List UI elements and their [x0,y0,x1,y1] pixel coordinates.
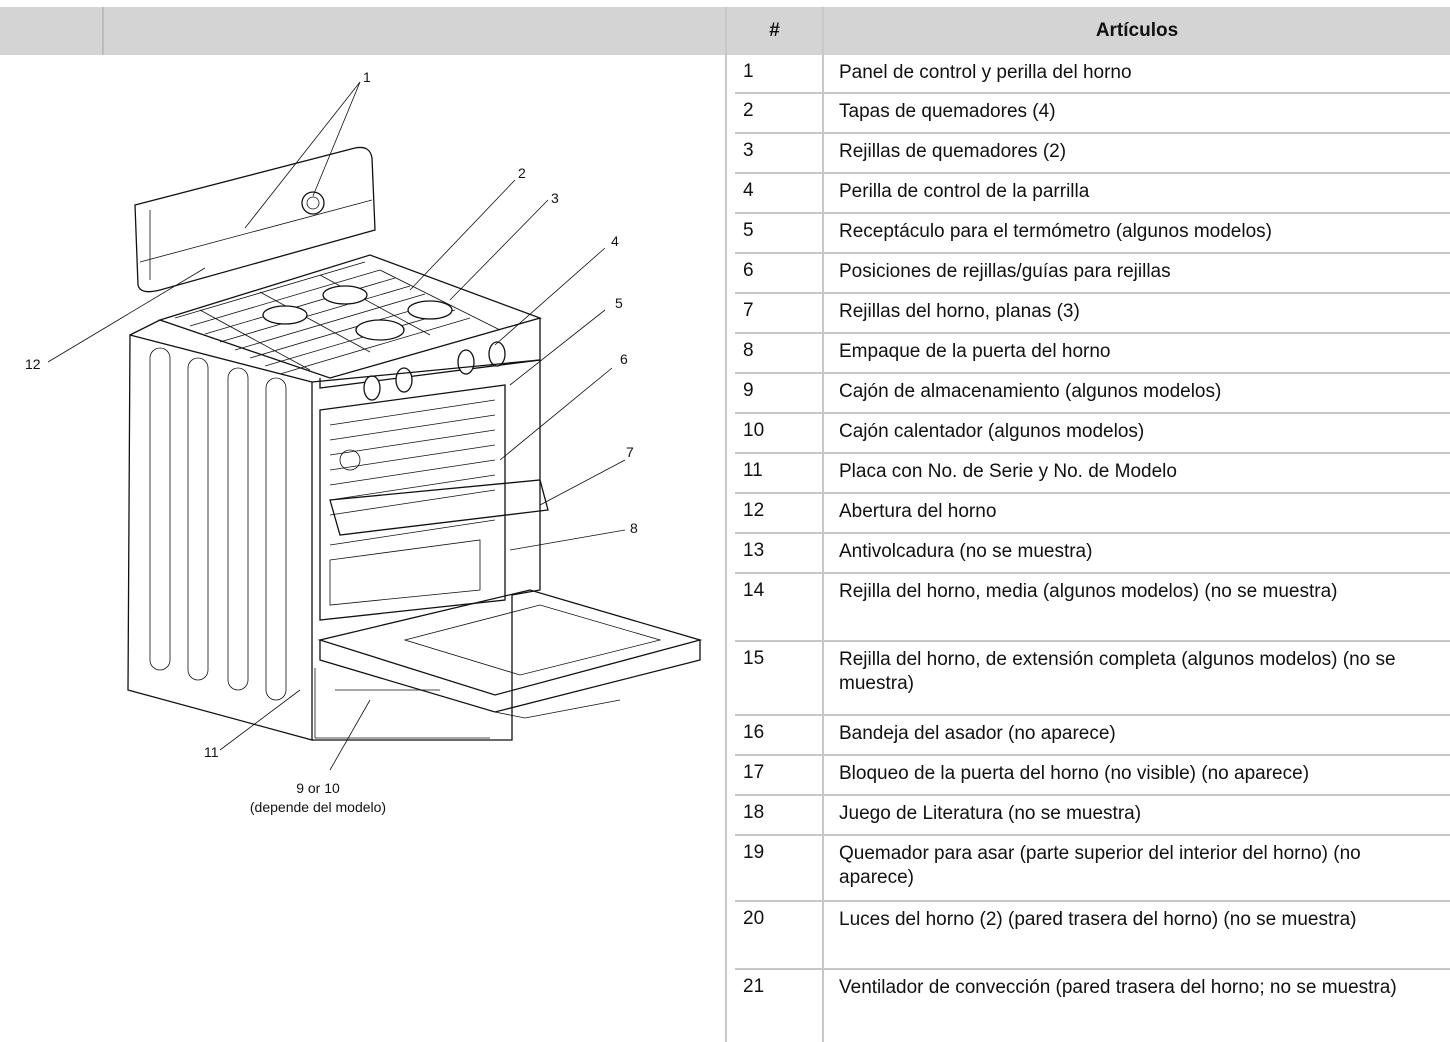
divider-header-left [102,7,104,55]
row-text: Perilla de control de la parrilla [839,181,1090,202]
table-row: 9 Cajón de almacenamiento (algunos modelo… [735,374,1450,414]
row-text: Bloqueo de la puerta del horno (no visib… [839,763,1310,784]
row-text: Ventilador de convección (pared trasera … [839,977,1397,998]
row-number: 18 [743,802,765,823]
table-row: 13 Antivolcadura (no se muestra) [735,534,1450,574]
table-row: 7 Rejillas del horno, planas (3) [735,294,1450,334]
row-text: Tapas de quemadores (4) [839,101,1056,122]
row-text: Bandeja del asador (no aparece) [839,723,1116,744]
row-number: 2 [743,100,754,121]
row-number: 1 [743,61,754,82]
callout-2: 2 [518,165,526,181]
row-number: 7 [743,300,754,321]
row-text: Quemador para asar (parte superior del i… [839,843,1361,888]
row-text: Luces del horno (2) (pared trasera del h… [839,909,1357,930]
row-text: Panel de control y perilla del horno [839,62,1132,83]
row-text: Antivolcadura (no se muestra) [839,541,1093,562]
row-text: Placa con No. de Serie y No. de Modelo [839,461,1177,482]
row-text: Receptáculo para el termómetro (algunos … [839,221,1272,242]
callout-3: 3 [551,190,559,206]
control-knob-icon [301,191,325,215]
row-text: Posiciones de rejillas/guías para rejill… [839,261,1171,282]
callout-model-note: (depende del modelo) [250,799,386,815]
row-number: 16 [743,722,765,743]
burner-cap-icon [262,285,453,341]
table-row: 8 Empaque de la puerta del horno [735,334,1450,374]
table-row: 3 Rejillas de quemadores (2) [735,134,1450,174]
row-number: 9 [743,380,754,401]
divider-diagram-table [725,7,727,1042]
table-row: 16 Bandeja del asador (no aparece) [735,716,1450,756]
table-row: 15 Rejilla del horno, de extensión comple… [735,642,1450,716]
row-number: 20 [743,908,765,929]
callout-5: 5 [615,295,623,311]
row-text: Empaque de la puerta del horno [839,341,1111,362]
table-row: 21 Ventilador de convección (pared traser… [735,970,1450,1042]
row-number: 15 [743,648,765,669]
table-row: 18 Juego de Literatura (no se muestra) [735,796,1450,836]
row-text: Cajón calentador (algunos modelos) [839,421,1145,442]
row-number: 4 [743,180,754,201]
table-row: 11 Placa con No. de Serie y No. de Modelo [735,454,1450,494]
callout-12: 12 [25,356,41,372]
callout-4: 4 [611,233,619,249]
callout-6: 6 [620,351,628,367]
table-row: 12 Abertura del horno [735,494,1450,534]
range-diagram: 1 2 3 4 5 6 7 8 11 12 9 or 10 (depende d… [25,69,703,815]
row-text: Rejilla del horno, de extensión completa… [839,649,1396,694]
table-row: 10 Cajón calentador (algunos modelos) [735,414,1450,454]
callout-1: 1 [363,69,371,85]
callout-11: 11 [204,744,219,760]
callout-8: 8 [630,520,638,536]
row-number: 6 [743,260,754,281]
row-number: 14 [743,580,765,601]
row-number: 12 [743,500,765,521]
header-items: Artículos [824,7,1450,55]
row-text: Cajón de almacenamiento (algunos modelos… [839,381,1222,402]
row-text: Rejilla del horno, media (algunos modelo… [839,581,1338,602]
table-row: 4 Perilla de control de la parrilla [735,174,1450,214]
row-text: Rejillas del horno, planas (3) [839,301,1080,322]
row-text: Abertura del horno [839,501,997,522]
header-left-blank [0,7,725,55]
table-row: 17 Bloqueo de la puerta del horno (no vis… [735,756,1450,796]
row-number: 19 [743,842,765,863]
table-row: 5 Receptáculo para el termómetro (algunos… [735,214,1450,254]
row-number: 21 [743,976,765,997]
callout-9-or-10: 9 or 10 [296,780,340,796]
header-number: # [727,7,822,55]
burner-knobs-icon [363,341,506,401]
row-number: 13 [743,540,765,561]
row-number: 5 [743,220,754,241]
row-number: 10 [743,420,765,441]
table-row: 14 Rejilla del horno, media (algunos mode… [735,574,1450,642]
table-row: 20 Luces del horno (2) (pared trasera del… [735,902,1450,970]
row-text: Juego de Literatura (no se muestra) [839,803,1142,824]
row-number: 8 [743,340,754,361]
row-number: 11 [743,460,763,481]
row-number: 17 [743,762,765,783]
table-row: 2 Tapas de quemadores (4) [735,94,1450,134]
table-row: 19 Quemador para asar (parte superior del… [735,836,1450,902]
divider-num-text [822,7,824,1042]
table-row: 6 Posiciones de rejillas/guías para rejil… [735,254,1450,294]
table-row: 1 Panel de control y perilla del horno [735,55,1450,94]
row-number: 3 [743,140,754,161]
callout-7: 7 [626,444,634,460]
row-text: Rejillas de quemadores (2) [839,141,1067,162]
